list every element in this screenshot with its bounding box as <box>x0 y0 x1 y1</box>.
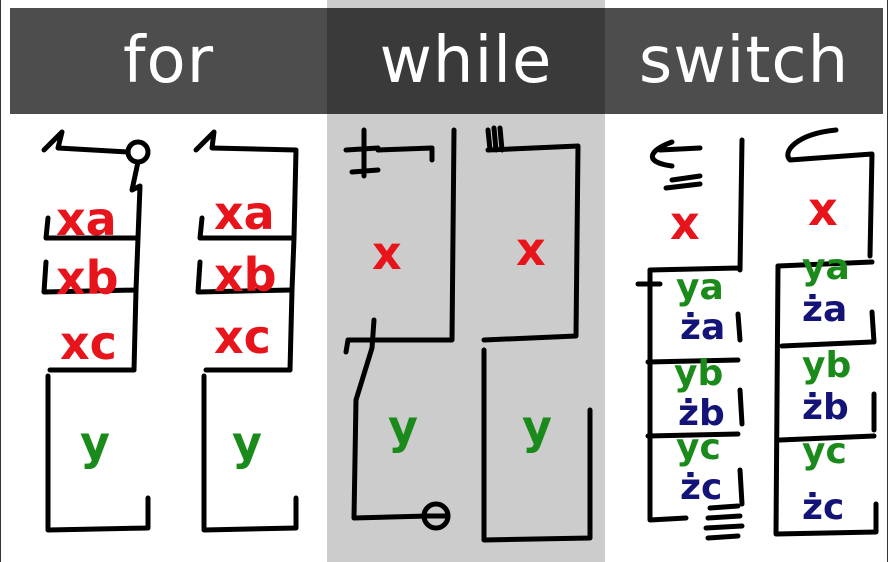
switch-a-za: ża <box>680 307 726 348</box>
for-b-xa: xa <box>214 186 275 240</box>
switch-b-ya: ya <box>802 247 850 288</box>
switch-b-strokes <box>773 127 879 537</box>
for-a-xa: xa <box>56 192 117 246</box>
switch-a-zc: żc <box>680 467 723 508</box>
switch-b-yb: yb <box>802 345 852 386</box>
switch-b-yc: yc <box>802 431 847 472</box>
left-border <box>0 0 1 562</box>
header-switch: switch <box>605 8 883 114</box>
for-b-strokes <box>193 129 299 533</box>
header-for: for <box>10 8 327 114</box>
while-a-y: y <box>388 400 418 454</box>
header-while: while <box>327 8 605 114</box>
switch-b-zb: żb <box>802 387 849 428</box>
header-switch-label: switch <box>638 24 850 98</box>
for-b-xb: xb <box>214 248 277 302</box>
header-while-label: while <box>379 24 553 98</box>
for-a-xb: xb <box>56 251 119 305</box>
header-for-label: for <box>123 24 214 98</box>
switch-a-strokes <box>635 137 745 541</box>
switch-b-za: ża <box>802 289 848 330</box>
for-a-strokes <box>41 129 151 533</box>
while-a-x: x <box>372 226 402 280</box>
for-b-xc: xc <box>214 310 271 364</box>
for-b-y: y <box>232 416 262 470</box>
switch-b-zc: żc <box>802 487 845 528</box>
switch-a-zb: żb <box>678 393 725 434</box>
for-a-xc: xc <box>60 316 117 370</box>
while-a-strokes <box>343 127 457 531</box>
switch-a-x: x <box>670 196 700 250</box>
while-b-strokes <box>481 125 593 543</box>
switch-a-yb: yb <box>674 353 724 394</box>
switch-a-yc: yc <box>676 427 721 468</box>
for-a-y: y <box>80 416 110 470</box>
while-b-x: x <box>516 222 546 276</box>
while-b-y: y <box>522 400 552 454</box>
switch-a-ya: ya <box>676 267 724 308</box>
switch-b-x: x <box>808 182 838 236</box>
